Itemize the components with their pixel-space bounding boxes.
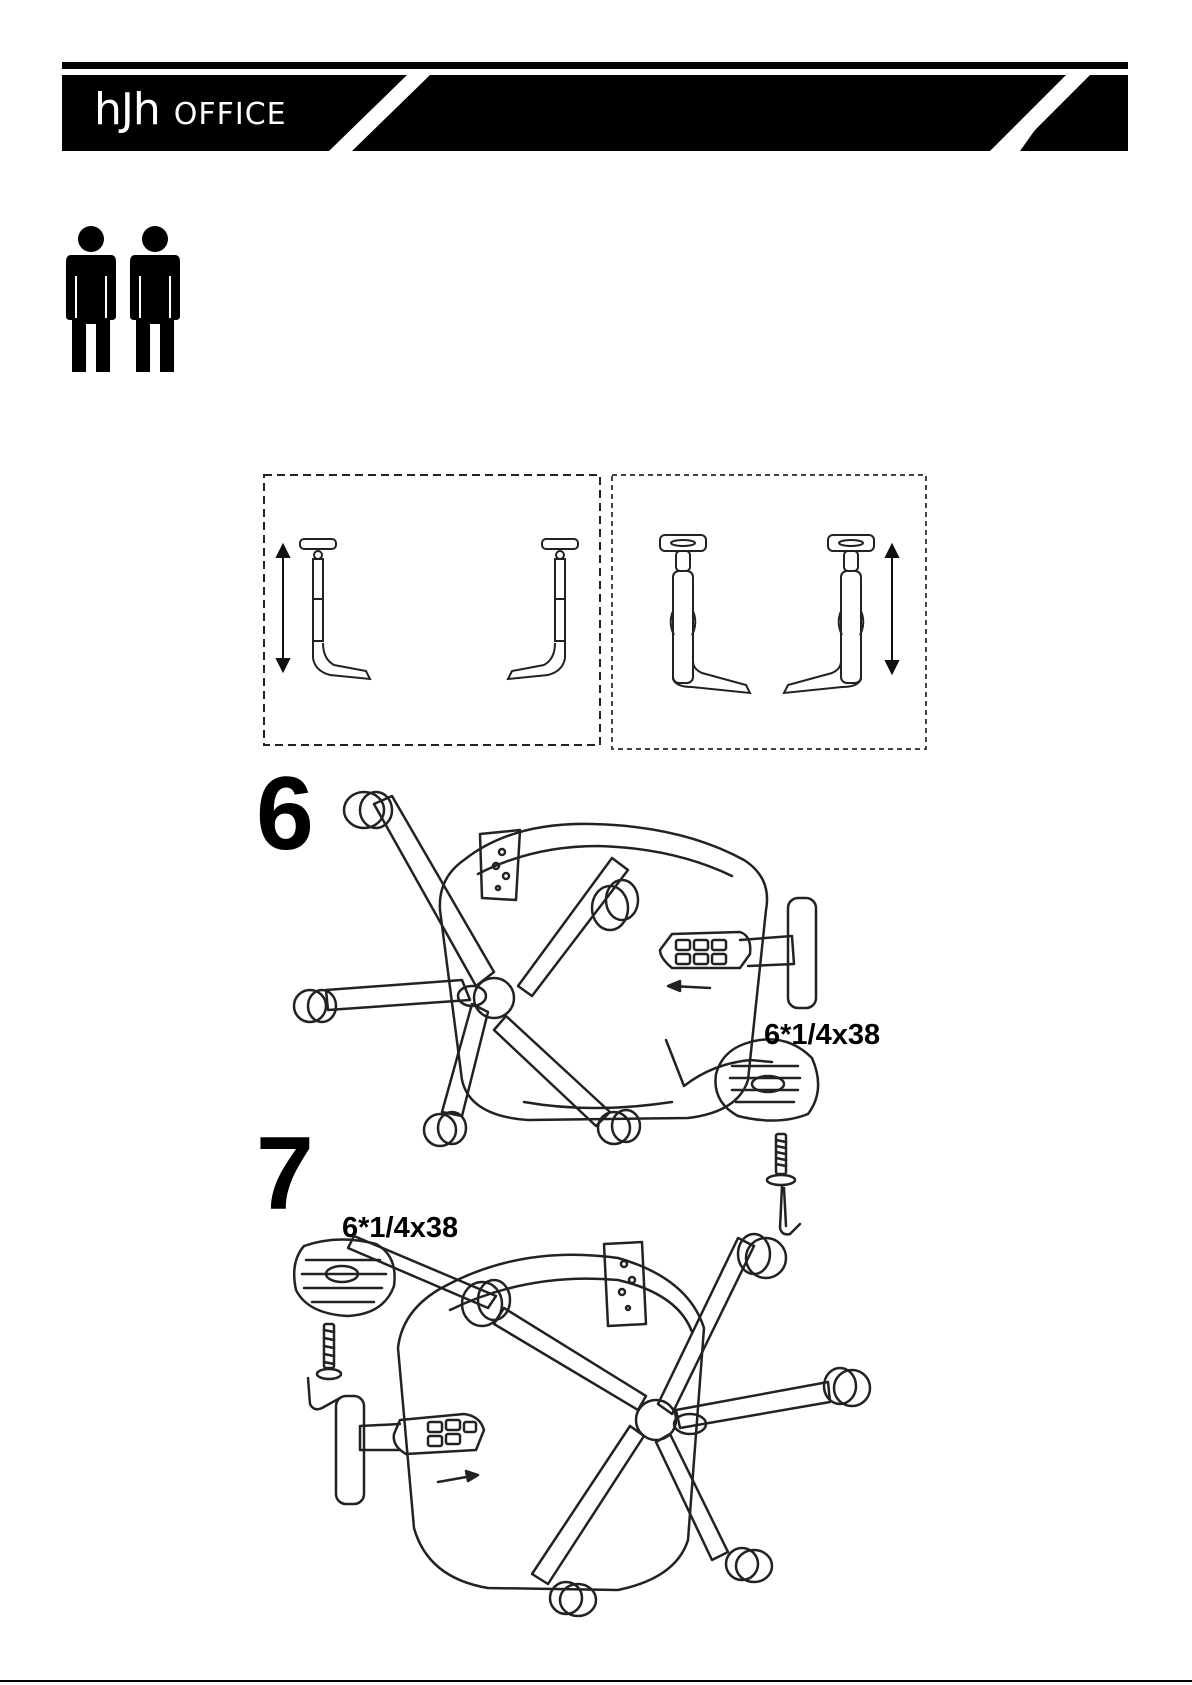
brand-suffix: OFFICE (174, 97, 287, 132)
step-7-chair-base-illustration (288, 1228, 888, 1618)
double-arrow-icon (277, 545, 289, 671)
double-arrow-icon (886, 545, 898, 673)
armrest-panel-deluxe (610, 473, 928, 751)
footer-rule (0, 1680, 1192, 1682)
armrest-left-icon (300, 539, 370, 679)
bolt-allen-key-icon (762, 1122, 822, 1242)
brand-logo: hJh OFFICE (94, 84, 287, 135)
armrest-right-icon (508, 539, 578, 679)
step-number: 7 (256, 1122, 314, 1226)
two-persons-icon (62, 226, 184, 374)
armrest-right-icon (784, 535, 874, 693)
armrest-panel-standard (262, 473, 602, 747)
header-top-rule (62, 62, 1128, 69)
brand-name: hJh (94, 84, 160, 135)
armrest-left-icon (660, 535, 750, 693)
bolt-spec-label: 6*1/4x38 (764, 1021, 880, 1050)
step-6-chair-base-illustration (292, 790, 858, 1154)
